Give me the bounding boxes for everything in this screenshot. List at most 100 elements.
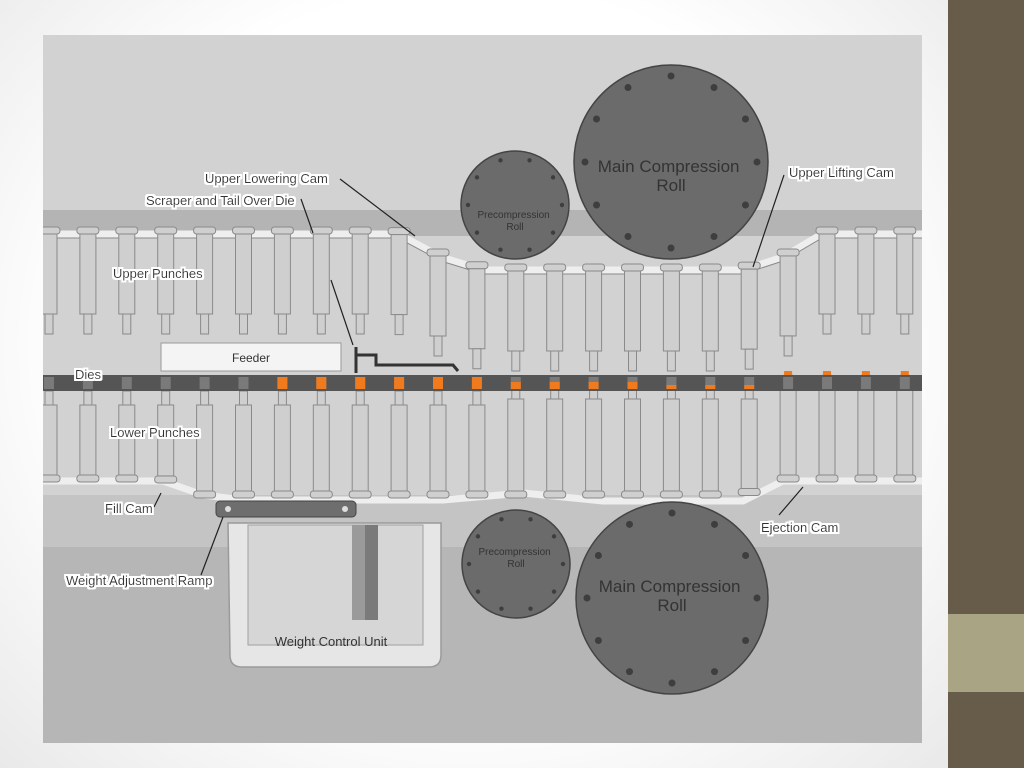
roll-bolt [626, 668, 633, 676]
upper-precompression-roll [460, 150, 570, 260]
powder-fill [277, 377, 288, 389]
roll-bolt [583, 594, 591, 602]
lower-punch [582, 384, 606, 499]
upper-punch [893, 226, 917, 335]
roll-bolt [465, 202, 471, 208]
leader-ejection-cam [778, 486, 804, 516]
scraper-tail [354, 347, 460, 373]
upper-punch [154, 226, 178, 335]
upper-punch [193, 226, 217, 335]
die-slot [744, 377, 755, 389]
roll-bolt [475, 534, 481, 539]
roll-bolt [498, 247, 503, 252]
lower-punch [776, 374, 800, 483]
roll-bolt [753, 594, 761, 602]
roll-bolt [581, 158, 589, 166]
powder-fill [433, 377, 443, 389]
roll-bolt [667, 244, 675, 252]
roll-bolt [742, 552, 750, 559]
roll-bolt [527, 247, 532, 252]
die-slot [666, 377, 677, 389]
lower-punch [193, 390, 217, 499]
label-upper-lowering-cam: Upper Lowering Cam [205, 171, 328, 186]
upper-punch [737, 261, 761, 370]
roll-bolt [710, 232, 718, 240]
ejected-tablet [823, 371, 831, 375]
label-fill-cam: Fill Cam [105, 501, 153, 516]
die-slot [44, 377, 54, 389]
label-dies: Dies [75, 367, 102, 382]
label-ejection-cam: Ejection Cam [761, 520, 838, 535]
lower-punch [270, 390, 294, 499]
die-slot [199, 377, 210, 389]
lower-punch [893, 374, 917, 483]
lower-punch [698, 384, 722, 499]
lower-punch [815, 374, 839, 483]
upper-punch [43, 226, 61, 335]
die-slot [899, 377, 910, 389]
ejected-tablet [784, 371, 793, 375]
powder-fill [471, 377, 482, 389]
roll-bolt [475, 589, 481, 594]
roll-bolt [711, 668, 718, 676]
leader-weight-ramp [200, 516, 224, 576]
upper-punch [621, 263, 644, 372]
die-slot [705, 377, 716, 389]
lower-punch [543, 384, 567, 499]
roll-bolt [624, 232, 632, 240]
lower-punch [426, 390, 450, 499]
label-upper-punches: Upper Punches [113, 266, 203, 281]
lower-punch [621, 384, 644, 499]
lower-punch [854, 374, 878, 483]
die-slot [238, 377, 249, 389]
upper-main-compression-roll-label: Main Compression Roll [598, 157, 744, 195]
leader-upper-lifting-cam [752, 174, 785, 268]
lower-main-compression-roll [575, 501, 769, 695]
roll-bolt [753, 158, 761, 166]
roll-bolt [551, 589, 557, 594]
lower-punch [76, 390, 100, 483]
roll-bolt [528, 517, 533, 522]
upper-punch [348, 226, 372, 335]
lower-punch [154, 390, 178, 484]
slide-sidebar-accent [948, 614, 1024, 692]
roll-bolt [466, 561, 472, 567]
roll-bolt [667, 72, 675, 80]
roll-bolt [710, 84, 718, 92]
powder-fill [588, 382, 599, 389]
roll-bolt [560, 561, 566, 567]
die-slot [160, 377, 171, 389]
upper-punch [76, 226, 100, 335]
label-lower-punches: Lower Punches [110, 425, 200, 440]
roll-bolt [668, 679, 676, 687]
upper-punch [270, 226, 294, 335]
ejected-tablet [861, 371, 870, 375]
powder-fill [666, 385, 677, 389]
powder-fill [549, 382, 560, 389]
lower-precompression-roll-label: Precompression Roll [478, 547, 553, 570]
upper-punches [43, 226, 917, 372]
lower-punch [232, 390, 255, 499]
upper-punch [582, 263, 606, 372]
leader-upper-lowering-cam [339, 178, 416, 237]
dies [44, 371, 910, 389]
upper-punch [465, 261, 489, 370]
leader-lines [153, 174, 804, 576]
lower-punch [309, 390, 333, 499]
upper-punch [543, 263, 567, 372]
weight-control-unit [227, 522, 442, 668]
upper-punch [815, 226, 839, 335]
upper-punch [698, 263, 722, 372]
powder-fill [510, 382, 521, 389]
lower-punch [504, 384, 528, 499]
powder-fill [355, 377, 366, 389]
lower-punch [115, 390, 139, 483]
roll-bolt [499, 517, 504, 522]
feeder [160, 342, 342, 372]
powder-fill [705, 385, 716, 389]
roll-bolt [711, 520, 718, 528]
weight-control-unit-label: Weight Control Unit [275, 634, 388, 649]
upper-punch [309, 226, 333, 335]
leader-fill-cam [153, 492, 162, 508]
roll-bolt [550, 230, 556, 235]
